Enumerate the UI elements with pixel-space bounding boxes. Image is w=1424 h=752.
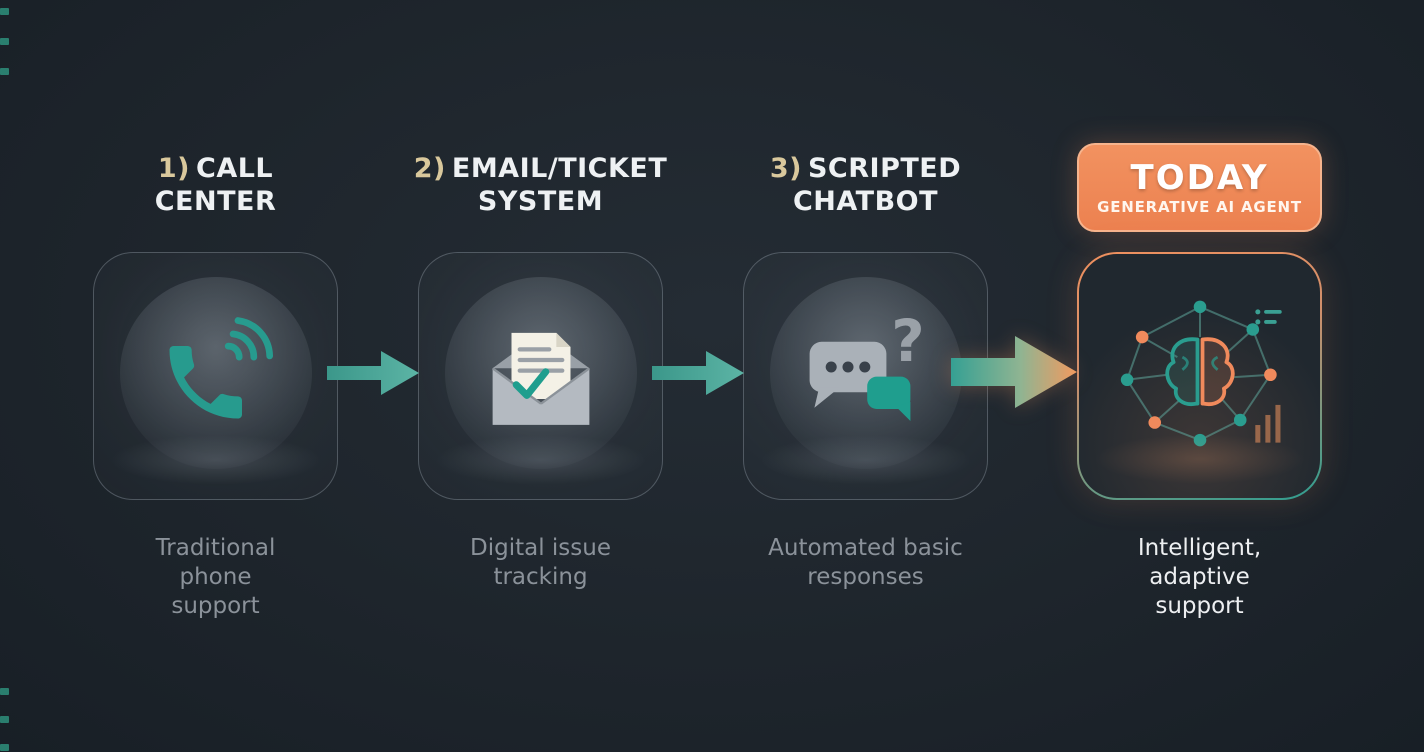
dome-base [434,435,647,485]
stage-email-ticket: 2)EMAIL/TICKET SYSTEM [414,0,667,752]
stage-1-title: 1)CALL CENTER [128,152,303,218]
glass-dome [119,277,312,469]
today-badge-title: TODAY [1130,158,1269,198]
ai-brain-network-icon [1120,300,1282,447]
email-ticket-icon [491,332,590,425]
svg-text:?: ? [891,313,924,375]
stage-3-number: 3) [769,153,802,184]
stage-4-caption: Intelligent, adaptive support [1137,535,1262,619]
chatbot-icon: ? [809,313,924,421]
phone-icon [169,317,273,419]
glass-dome [444,277,637,469]
glass-dome: ? [769,277,962,469]
stage-3-caption: Automated basic responses [768,535,963,590]
call-center-card [93,252,338,500]
stage-3-title-text: SCRIPTED CHATBOT [792,153,962,217]
edge-tick [0,716,9,723]
edge-tick [0,688,9,695]
arrow-3-icon [951,336,1077,408]
dome-base [109,435,322,485]
stage-1-number: 1) [157,153,190,184]
stage-1-title-text: CALL CENTER [154,153,277,217]
stage-2-number: 2) [413,153,446,184]
stage-call-center: 1)CALL CENTER Traditional phone support [93,0,338,752]
today-badge: TODAY GENERATIVE AI AGENT [1077,143,1322,232]
stage-2-title-text: EMAIL/TICKET SYSTEM [451,153,668,217]
stage-2-title: 2)EMAIL/TICKET SYSTEM [403,152,678,218]
email-ticket-card [418,252,663,500]
arrow-1-icon [327,351,419,395]
edge-tick [0,8,9,15]
generative-ai-card-inner [1079,254,1320,498]
edge-tick [0,744,9,751]
dome-base [759,435,972,485]
edge-tick [0,68,9,75]
stage-3-title: 3)SCRIPTED CHATBOT [756,152,976,218]
generative-ai-card [1077,252,1322,500]
stage-2-caption: Digital issue tracking [470,535,611,590]
dome-base [1093,434,1306,484]
today-badge-subtitle: GENERATIVE AI AGENT [1097,198,1302,216]
arrow-2-icon [652,351,744,395]
stage-1-caption: Traditional phone support [155,535,276,619]
edge-tick [0,38,9,45]
stage-generative-ai: TODAY GENERATIVE AI AGENT [1077,0,1322,752]
